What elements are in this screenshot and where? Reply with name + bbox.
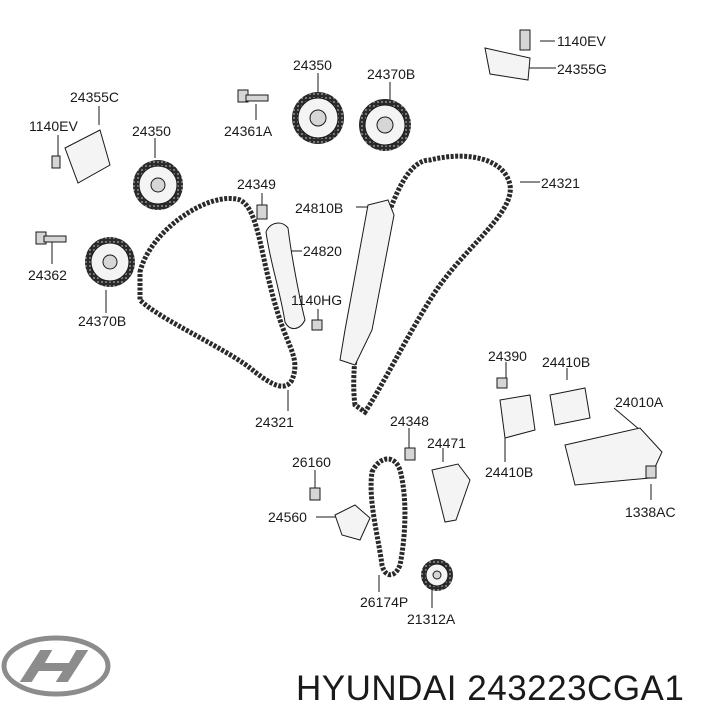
label-21312a: 21312A <box>407 611 456 627</box>
label-24820: 24820 <box>303 243 342 259</box>
bolt-24348 <box>404 447 416 461</box>
chain-guide-24810b <box>339 199 395 366</box>
bolt-24390 <box>496 377 508 389</box>
sprocket-24350-upper <box>292 92 344 144</box>
label-24321-upper: 24321 <box>541 175 580 191</box>
bolt-1338ac <box>645 465 657 479</box>
bolt-24361a-shank <box>245 94 269 102</box>
label-24355c: 24355C <box>70 89 120 105</box>
label-24410b-upper: 24410B <box>542 354 591 370</box>
label-24810b: 24810B <box>295 200 344 216</box>
label-24321-lower: 24321 <box>255 414 294 430</box>
label-26174p: 26174P <box>360 594 409 610</box>
label-1338ac: 1338AC <box>625 504 676 520</box>
label-24390: 24390 <box>488 348 527 364</box>
label-24410b-lower: 24410B <box>485 464 534 480</box>
label-24355g: 24355G <box>557 61 607 77</box>
label-24370b-left: 24370B <box>78 313 127 329</box>
label-1140ev-left: 1140EV <box>29 118 78 134</box>
primary-timing-chain <box>137 196 298 389</box>
tensioner-24410b-lower <box>499 394 536 439</box>
bolts <box>35 29 657 501</box>
bolt-24362-shank <box>43 235 67 243</box>
tensioner-arm-24010a <box>564 427 663 486</box>
bolt-26160 <box>309 487 321 501</box>
label-24361a: 24361A <box>224 123 273 139</box>
label-24362: 24362 <box>28 267 67 283</box>
sprocket-24370b-left <box>85 237 135 287</box>
label-24350-upper: 24350 <box>293 57 332 73</box>
hyundai-logo-icon <box>1 635 111 697</box>
label-26160: 26160 <box>292 454 331 470</box>
label-24560: 24560 <box>268 509 307 525</box>
oil-pump-tensioner-24560 <box>334 504 371 541</box>
oil-pump-chain <box>368 456 408 578</box>
brand-name: HYUNDAI <box>296 669 458 708</box>
label-1140hg: 1140HG <box>291 292 343 308</box>
part-number: 243223CGA1 <box>467 669 685 708</box>
label-24349: 24349 <box>237 176 276 192</box>
label-24370b-upper: 24370B <box>367 66 416 82</box>
sprocket-24370b-upper <box>359 99 411 151</box>
chain-guide-24820 <box>265 222 306 329</box>
sprocket-24350-left <box>133 160 183 210</box>
sprocket-21312a <box>421 559 453 591</box>
tensioner-24410b-upper <box>549 387 591 426</box>
bolt-1140ev <box>519 29 531 51</box>
label-24010a: 24010A <box>615 394 664 410</box>
brand-part-number-caption: HYUNDAI 243223CGA1 <box>296 671 684 706</box>
bolt-1140hg <box>311 319 323 331</box>
oil-control-valve-24355g <box>484 47 531 81</box>
bolt-1140ev-b <box>51 155 61 169</box>
label-24350-left: 24350 <box>132 123 171 139</box>
oil-control-valve-24355c <box>64 129 111 184</box>
label-24471: 24471 <box>427 435 466 451</box>
bolt-24349 <box>256 204 268 220</box>
label-24348: 24348 <box>390 413 429 429</box>
label-1140ev: 1140EV <box>557 33 606 49</box>
chain-guide-24471 <box>431 463 471 523</box>
